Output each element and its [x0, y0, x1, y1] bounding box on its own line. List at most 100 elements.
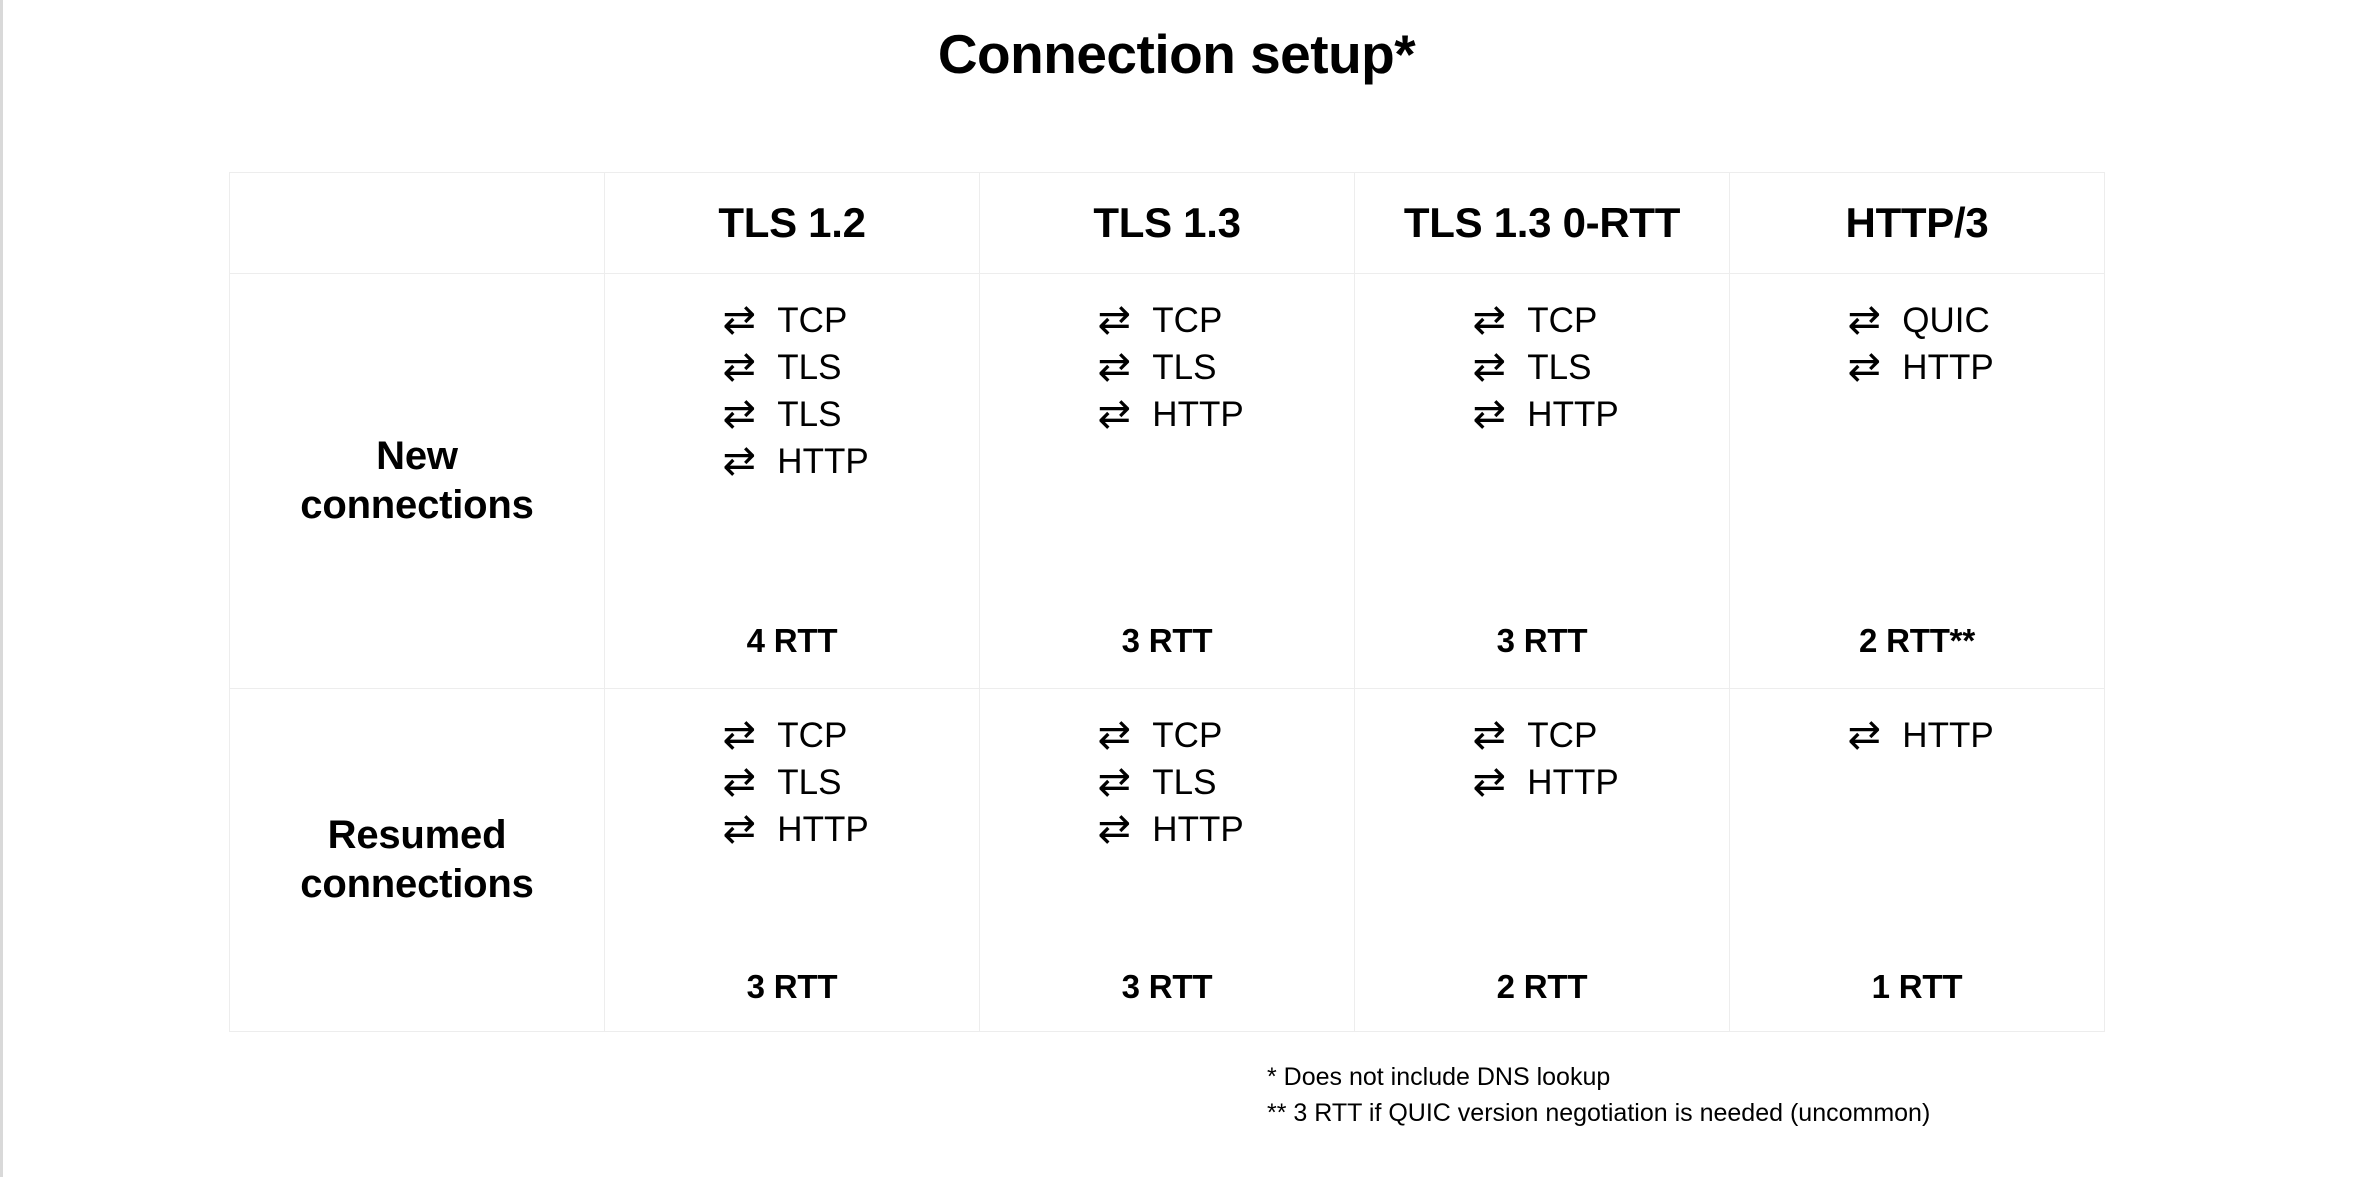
cell-resumed-tls13: ⇄ TCP ⇄ TLS ⇄ HTTP: [979, 688, 1355, 1032]
cell-inner: ⇄ TCP ⇄ HTTP: [1355, 689, 1729, 1031]
column-header-tls12: TLS 1.2: [604, 172, 980, 274]
handshake-step-label: HTTP: [1152, 809, 1244, 849]
bidirectional-arrow-icon: ⇄: [1097, 344, 1132, 390]
handshake-step-label: TLS: [1527, 347, 1592, 387]
handshake-step: ⇄ QUIC: [1840, 300, 1990, 340]
bidirectional-arrow-icon: ⇄: [1097, 391, 1132, 437]
table-row-resumed-connections: Resumed connections ⇄ TCP ⇄ TLS: [229, 688, 2105, 1032]
handshake-step-label: HTTP: [1902, 715, 1994, 755]
handshake-step: ⇄ TCP: [1465, 712, 1598, 758]
handshake-step: ⇄ TLS: [715, 759, 842, 805]
handshake-step-label: HTTP: [1527, 762, 1619, 802]
handshake-step-list: ⇄ TCP ⇄ TLS ⇄ HTTP: [1090, 712, 1244, 852]
bidirectional-arrow-icon: ⇄: [722, 806, 757, 852]
handshake-step: ⇄ HTTP: [715, 806, 869, 852]
cell-new-tls12: ⇄ TCP ⇄ TLS ⇄ TLS: [604, 273, 980, 689]
cell-new-tls13-0rtt: ⇄ TCP ⇄ TLS ⇄ HTTP: [1354, 273, 1730, 689]
handshake-step-label: TLS: [1152, 347, 1217, 387]
handshake-step-list: ⇄ TCP ⇄ HTTP: [1465, 712, 1619, 805]
handshake-step-list: ⇄ TCP ⇄ TLS ⇄ TLS: [715, 297, 869, 484]
slide-left-border: [0, 0, 3, 1177]
rtt-total: 3 RTT: [746, 968, 838, 1005]
handshake-step: ⇄ TCP: [1090, 297, 1223, 343]
bidirectional-arrow-icon: ⇄: [722, 344, 757, 390]
cell-new-tls13: ⇄ TCP ⇄ TLS ⇄ HTTP: [979, 273, 1355, 689]
handshake-step-list: ⇄ QUIC ⇄ HTTP: [1840, 300, 1994, 390]
table-row-new-connections: New connections ⇄ TCP ⇄ TLS: [229, 273, 2105, 689]
bidirectional-arrow-icon: ⇄: [1097, 712, 1132, 758]
bidirectional-arrow-icon: ⇄: [1472, 759, 1507, 805]
bidirectional-arrow-icon: ⇄: [722, 438, 757, 484]
cell-inner: ⇄ QUIC ⇄ HTTP: [1730, 274, 2104, 688]
bidirectional-arrow-icon: ⇄: [722, 297, 757, 343]
table-header: TLS 1.2 TLS 1.3 TLS 1.3 0-RTT HTTP/3: [229, 172, 2105, 274]
handshake-step-list: ⇄ HTTP: [1840, 715, 1994, 755]
handshake-step: ⇄ HTTP: [1465, 391, 1619, 437]
cell-inner: ⇄ TCP ⇄ TLS ⇄ TLS: [605, 274, 979, 688]
table-body: New connections ⇄ TCP ⇄ TLS: [229, 273, 2105, 1032]
connection-setup-table: TLS 1.2 TLS 1.3 TLS 1.3 0-RTT HTTP/3 New…: [229, 172, 2105, 1032]
handshake-step: ⇄ TLS: [715, 391, 842, 437]
row-label-line-1: New: [376, 434, 458, 479]
footnotes: * Does not include DNS lookup ** 3 RTT i…: [1267, 1060, 1930, 1131]
rtt-total: 3 RTT: [1121, 968, 1213, 1005]
handshake-step-list: ⇄ TCP ⇄ TLS ⇄ HTTP: [1090, 297, 1244, 437]
rtt-total: 3 RTT: [1496, 622, 1588, 659]
handshake-step: ⇄ TLS: [1090, 344, 1217, 390]
handshake-step: ⇄ HTTP: [1465, 759, 1619, 805]
rtt-total: 4 RTT: [746, 622, 838, 659]
bidirectional-arrow-icon: ⇄: [1472, 391, 1507, 437]
handshake-step-list: ⇄ TCP ⇄ TLS ⇄ HTTP: [715, 715, 869, 852]
bidirectional-arrow-icon: ⇄: [722, 391, 757, 437]
table-corner-cell: [229, 172, 605, 274]
handshake-step-label: TLS: [777, 762, 842, 802]
bidirectional-arrow-icon: ⇄: [1472, 712, 1507, 758]
handshake-step-label: TLS: [777, 347, 842, 387]
bidirectional-arrow-icon: ⇄: [1097, 297, 1132, 343]
cell-inner: ⇄ TCP ⇄ TLS ⇄ HTTP: [605, 689, 979, 1031]
handshake-step-label: TCP: [1527, 300, 1598, 340]
row-label-line-2: connections: [300, 483, 534, 527]
handshake-step: ⇄ TLS: [1090, 759, 1217, 805]
handshake-step: ⇄ HTTP: [1090, 391, 1244, 437]
bidirectional-arrow-icon: ⇄: [1097, 759, 1132, 805]
handshake-step: ⇄ TCP: [715, 297, 848, 343]
bidirectional-arrow-icon: ⇄: [1847, 344, 1882, 390]
handshake-step: ⇄ TCP: [1090, 712, 1223, 758]
rtt-total: 2 RTT: [1496, 968, 1588, 1005]
cell-inner: ⇄ TCP ⇄ TLS ⇄ HTTP: [980, 689, 1354, 1031]
handshake-step-label: TCP: [777, 715, 848, 755]
row-label-line-1: Resumed: [327, 813, 507, 858]
bidirectional-arrow-icon: ⇄: [1472, 297, 1507, 343]
bidirectional-arrow-icon: ⇄: [722, 759, 757, 805]
handshake-step: ⇄ HTTP: [1090, 806, 1244, 852]
handshake-step-label: TCP: [777, 300, 848, 340]
handshake-step-label: TCP: [1152, 300, 1223, 340]
bidirectional-arrow-icon: ⇄: [1097, 806, 1132, 852]
row-label-new-connections: New connections: [229, 273, 605, 689]
cell-resumed-tls12: ⇄ TCP ⇄ TLS ⇄ HTTP: [604, 688, 980, 1032]
row-label-resumed-connections: Resumed connections: [229, 688, 605, 1032]
bidirectional-arrow-icon: ⇄: [1847, 297, 1882, 343]
handshake-step: ⇄ TCP: [715, 715, 848, 755]
handshake-step: ⇄ HTTP: [715, 438, 869, 484]
handshake-step: ⇄ HTTP: [1840, 715, 1994, 755]
cell-resumed-http3: ⇄ HTTP 1 RTT: [1729, 688, 2105, 1032]
handshake-step-label: HTTP: [777, 809, 869, 849]
cell-inner: ⇄ TCP ⇄ TLS ⇄ HTTP: [980, 274, 1354, 688]
rtt-total: 3 RTT: [1121, 622, 1213, 659]
handshake-step-label: QUIC: [1902, 300, 1990, 340]
bidirectional-arrow-icon: ⇄: [1472, 344, 1507, 390]
cell-inner: ⇄ TCP ⇄ TLS ⇄ HTTP: [1355, 274, 1729, 688]
handshake-step-label: HTTP: [1152, 394, 1244, 434]
handshake-step-list: ⇄ TCP ⇄ TLS ⇄ HTTP: [1465, 297, 1619, 437]
connection-setup-table-wrapper: TLS 1.2 TLS 1.3 TLS 1.3 0-RTT HTTP/3 New…: [229, 172, 2105, 1032]
row-label-line-2: connections: [300, 862, 534, 906]
cell-new-http3: ⇄ QUIC ⇄ HTTP 2 RTT**: [1729, 273, 2105, 689]
handshake-step: ⇄ TLS: [1465, 344, 1592, 390]
column-header-tls13-0rtt: TLS 1.3 0-RTT: [1354, 172, 1730, 274]
rtt-total: 1 RTT: [1871, 968, 1963, 1005]
footnote-quic-version-negotiation: ** 3 RTT if QUIC version negotiation is …: [1267, 1098, 1931, 1127]
handshake-step-label: HTTP: [1527, 394, 1619, 434]
handshake-step-label: TCP: [1527, 715, 1598, 755]
